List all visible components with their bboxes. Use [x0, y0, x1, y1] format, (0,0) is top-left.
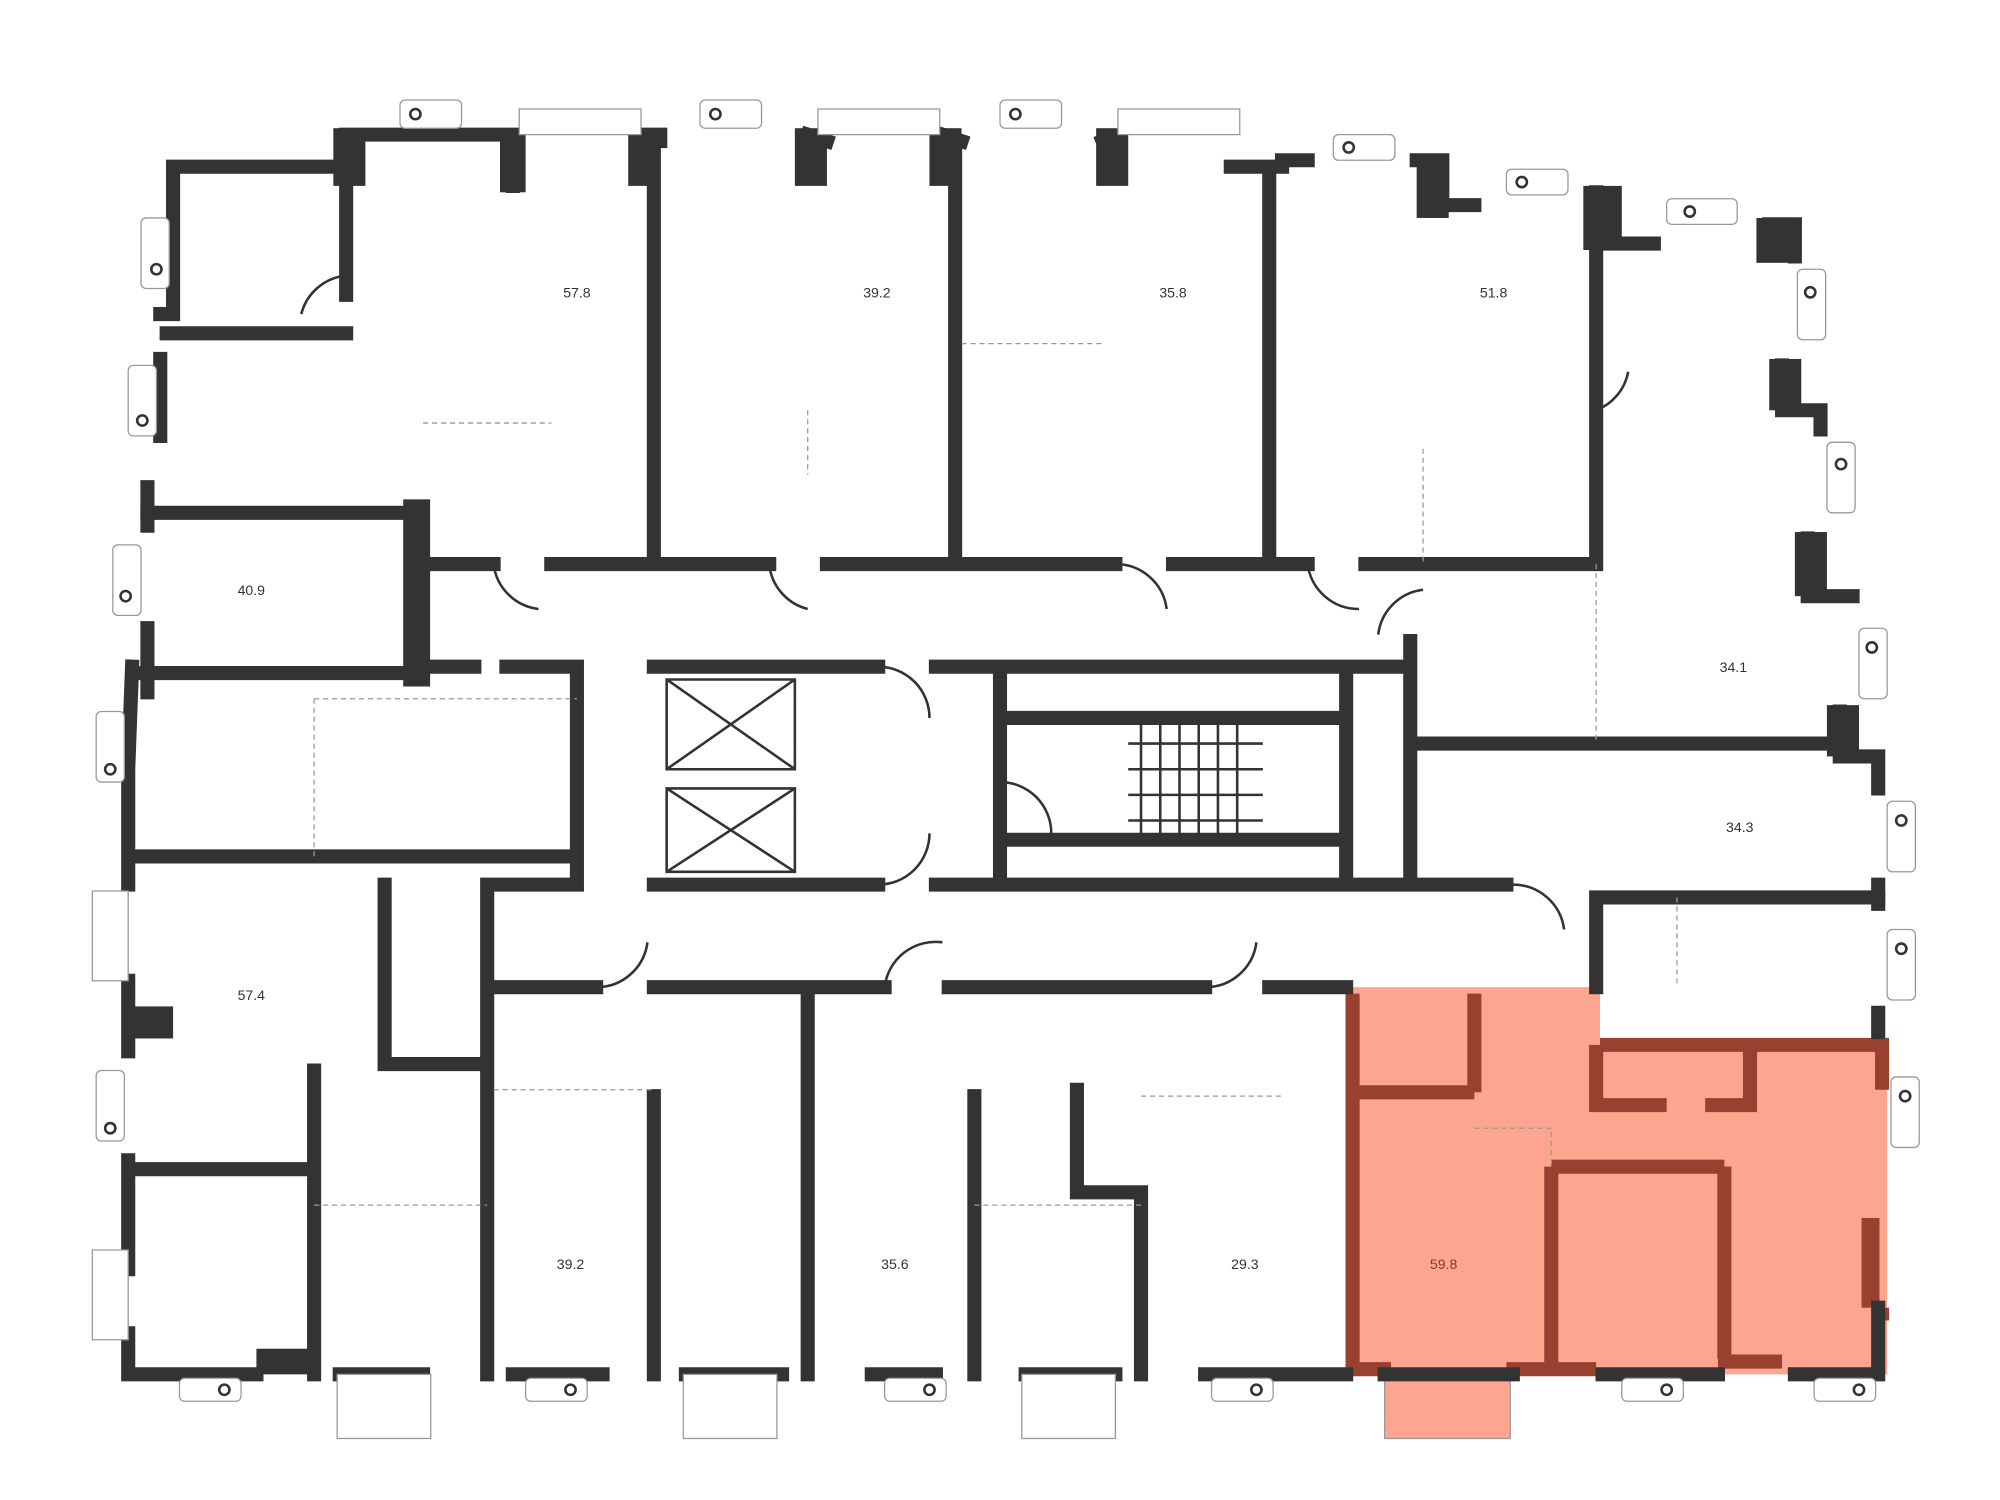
highlighted-apartment-area-label[interactable]: 59.8	[1430, 1256, 1458, 1272]
apartment-area-label: 35.6	[881, 1256, 909, 1272]
interior-walls	[125, 133, 1886, 1382]
windows	[91, 99, 1920, 1440]
apartment-area-label: 39.2	[863, 284, 891, 300]
apartment-area-label: 57.8	[563, 284, 591, 300]
apartment-area-label: 39.2	[557, 1256, 585, 1272]
apartment-area-label: 40.9	[238, 582, 266, 598]
apartment-area-label: 51.8	[1480, 284, 1508, 300]
apartment-area-label: 35.8	[1159, 284, 1187, 300]
apartment-area-label: 34.3	[1726, 819, 1754, 835]
apartment-area-label: 29.3	[1231, 1256, 1259, 1272]
apartment-area-label: 34.1	[1720, 659, 1748, 675]
apartment-area-label: 57.4	[238, 987, 266, 1003]
